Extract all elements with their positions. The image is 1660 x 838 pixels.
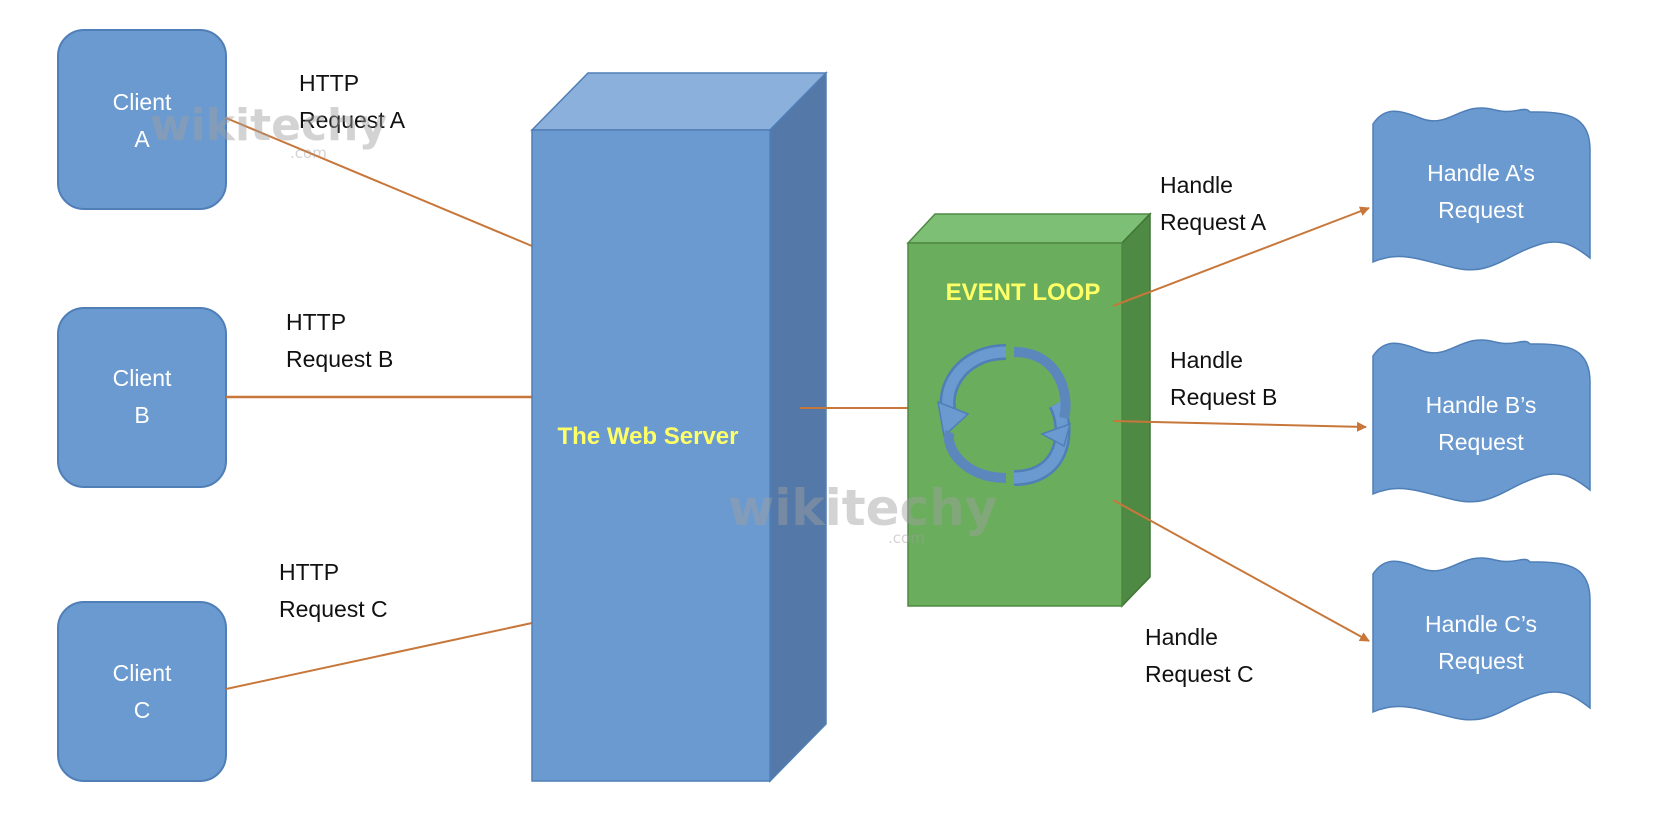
handle-request-b-line1: Handle	[1170, 347, 1243, 373]
handle-request-c-line1: Handle	[1145, 624, 1218, 650]
client-b-label-line1: Client	[113, 365, 172, 391]
handler-b-label-line2: Request	[1438, 429, 1524, 455]
handle-request-a-line2: Request A	[1160, 209, 1267, 235]
handler-c-label-line1: Handle C’s	[1425, 611, 1537, 637]
client-a-label-line1: Client	[113, 89, 172, 115]
handle-request-c-line2: Request C	[1145, 661, 1254, 687]
handler-c-label-line2: Request	[1438, 648, 1524, 674]
watermark-center-brand: wikitechy	[728, 479, 997, 537]
handle-request-b-line2: Request B	[1170, 384, 1277, 410]
cycle-arrows-icon	[937, 344, 1072, 486]
connector-loop-to-handler-a	[1112, 206, 1370, 307]
handler-b-label-line1: Handle B’s	[1426, 392, 1537, 418]
handler-c-shape: Handle C’s Request	[1372, 557, 1591, 721]
watermark-top-brand: wikitechy	[150, 100, 387, 151]
web-server-box: The Web Server	[530, 71, 828, 783]
http-request-b-line2: Request B	[286, 346, 393, 372]
connector-loop-to-handler-b	[1112, 420, 1367, 432]
web-server-label: The Web Server	[558, 423, 739, 450]
client-c-label-line2: C	[134, 697, 151, 723]
event-loop-label: EVENT LOOP	[946, 279, 1101, 306]
connector-client-a-to-server	[225, 117, 533, 247]
http-request-a-line1: HTTP	[299, 70, 359, 96]
watermark-center-domain: .com	[888, 529, 925, 547]
http-request-b-line1: HTTP	[286, 309, 346, 335]
handler-a-label-line2: Request	[1438, 197, 1524, 223]
handler-a-label-line1: Handle A’s	[1427, 160, 1535, 186]
event-loop-box: EVENT LOOP	[906, 212, 1152, 608]
watermark-center: wikitechy .com	[728, 479, 997, 547]
watermark-top-domain: .com	[290, 144, 327, 162]
client-a-label-line2: A	[134, 126, 150, 152]
handle-request-a-line1: Handle	[1160, 172, 1233, 198]
watermark-top: wikitechy .com	[150, 100, 387, 162]
client-c-box: Client C	[57, 601, 227, 782]
http-request-c-line1: HTTP	[279, 559, 339, 585]
handler-b-shape: Handle B’s Request	[1372, 339, 1591, 503]
connector-client-c-to-server	[225, 622, 533, 690]
handler-a-shape: Handle A’s Request	[1372, 107, 1591, 271]
client-a-box: Client A	[57, 29, 227, 210]
http-request-a-line2: Request A	[299, 107, 406, 133]
client-c-label-line1: Client	[113, 660, 172, 686]
http-request-c-line2: Request C	[279, 596, 388, 622]
connector-loop-to-handler-c	[1112, 499, 1370, 642]
client-b-box: Client B	[57, 307, 227, 488]
client-b-label-line2: B	[134, 402, 149, 428]
